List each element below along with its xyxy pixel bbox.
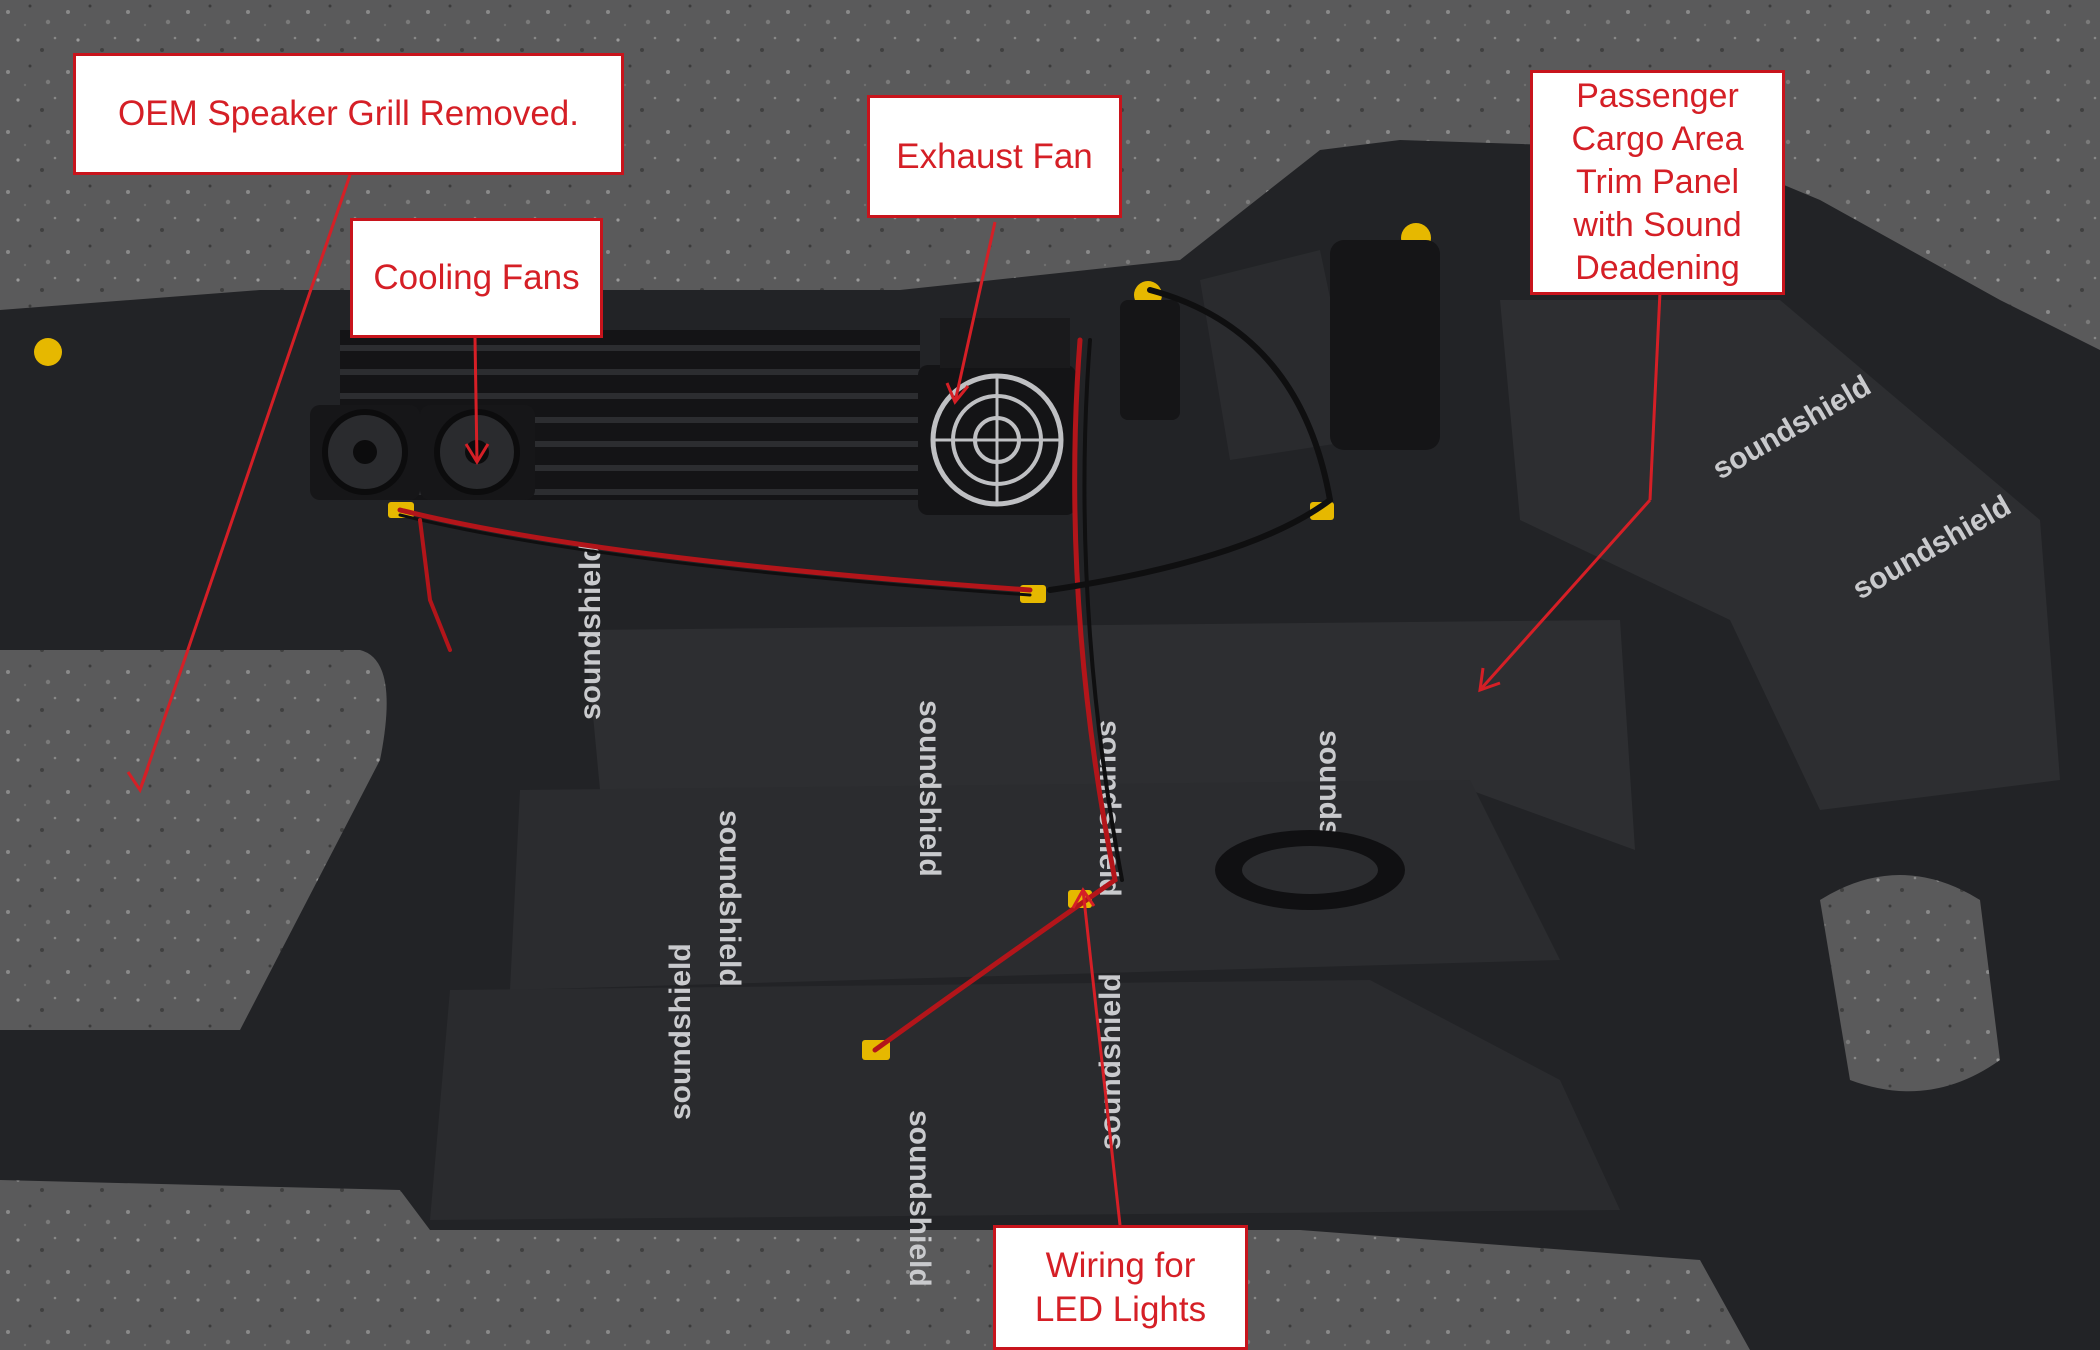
mat-brand-print: soundshield [664,943,697,1120]
mat-brand-print: soundshield [1094,973,1127,1150]
mat-brand-print: soundshield [903,1110,936,1287]
sound-mat-cargo [1500,300,2060,810]
post-right [1330,240,1440,450]
wiring-harness [397,287,1334,1053]
label-line: Trim Panel [1575,163,1740,201]
mat-brand-print: soundshield [574,543,607,720]
mat-brand-print: soundshield [913,700,946,877]
label-line: Deadening [1575,249,1740,287]
sound-mat-arch [585,620,1635,850]
label-line: LED Lights [1034,1289,1207,1329]
label-line: with Sound [1573,206,1742,244]
label-led-wiring: Wiring for LED Lights [993,1225,1248,1350]
sound-mat-lower [430,980,1620,1220]
label-line: Wiring for [1045,1245,1196,1285]
wheel-well-opening [1820,875,2000,1092]
annotation-arrows [126,174,1662,1226]
label-line: Cargo Area [1571,120,1744,158]
label-line: Passenger [1576,77,1739,115]
mat-brand-print: soundshield [713,810,746,987]
cooling-fans [310,405,535,500]
label-cargo-trim-panel: Passenger Cargo Area Trim Panel with Sou… [1530,70,1785,295]
label-line: OEM Speaker Grill Removed. [118,94,579,133]
speaker-grill-opening [0,650,387,1030]
label-oem-speaker-grill: OEM Speaker Grill Removed. [73,53,624,175]
label-cooling-fans: Cooling Fans [350,218,603,338]
sound-mat-pillar [1200,250,1360,460]
label-exhaust-fan: Exhaust Fan [867,95,1122,218]
post-left [1120,300,1180,420]
label-line: Exhaust Fan [896,136,1093,176]
exhaust-fan [918,318,1076,515]
label-line: Cooling Fans [373,258,580,297]
